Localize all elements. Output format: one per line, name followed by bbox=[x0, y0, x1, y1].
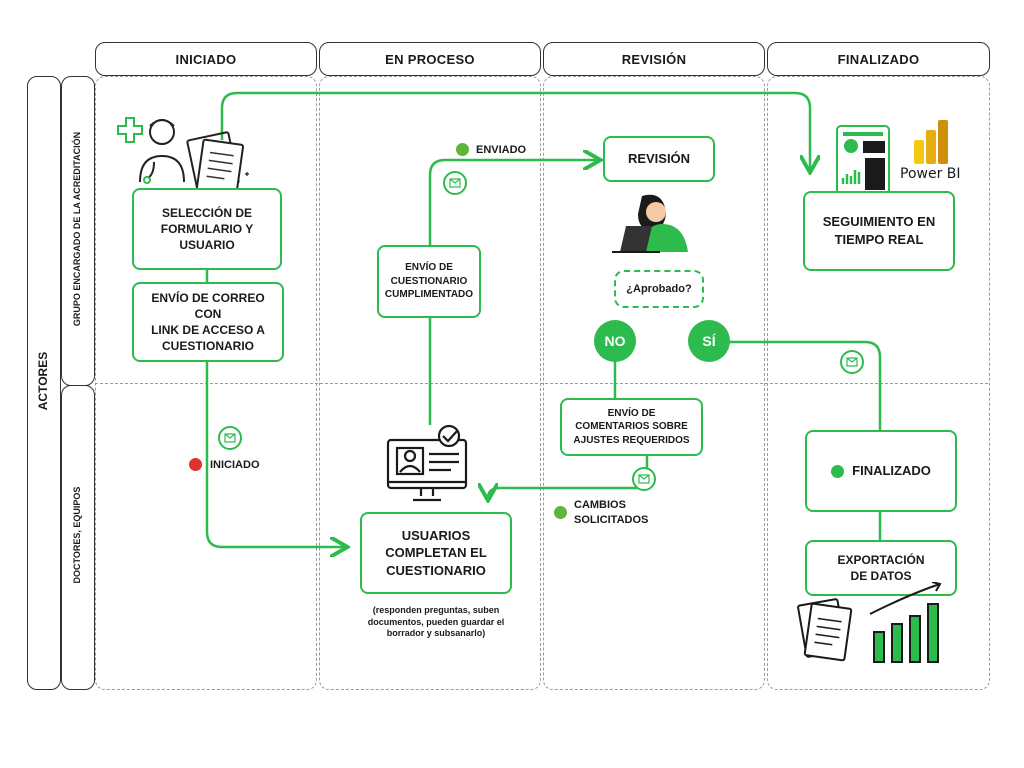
status-cambios: CAMBIOS SOLICITADOS bbox=[574, 499, 649, 526]
seleccion-formulario-box: SELECCIÓN DE FORMULARIO Y USUARIO bbox=[132, 188, 282, 270]
status-enviado: ENVIADO bbox=[476, 144, 527, 156]
mail-icon bbox=[632, 467, 656, 491]
column-header-iniciado: INICIADO bbox=[95, 42, 317, 76]
reviewer-icon bbox=[612, 194, 688, 253]
row-divider bbox=[95, 383, 988, 384]
row-label-doctors bbox=[61, 385, 95, 690]
seguimiento-box: SEGUIMIENTO EN TIEMPO REAL bbox=[803, 191, 955, 271]
status-dot-enviado bbox=[456, 143, 469, 156]
status-iniciado: INICIADO bbox=[210, 459, 260, 471]
powerbi-logo bbox=[914, 120, 948, 164]
column-header-en-proceso: EN PROCESO bbox=[319, 42, 541, 76]
decision-si: SÍ bbox=[688, 320, 730, 362]
mail-icon bbox=[443, 171, 467, 195]
column-header-finalizado: FINALIZADO bbox=[767, 42, 990, 76]
usuarios-completan-box: USUARIOS COMPLETAN EL CUESTIONARIO bbox=[360, 512, 512, 594]
process-note: (responden preguntas, suben documentos, … bbox=[367, 605, 505, 639]
revision-box: REVISIÓN bbox=[603, 136, 715, 182]
doctor-icon bbox=[117, 117, 249, 192]
decision-no: NO bbox=[594, 320, 636, 362]
envio-correo-box: ENVÍO DE CORREO CON LINK DE ACCESO A CUE… bbox=[132, 282, 284, 362]
status-dot-iniciado bbox=[189, 458, 202, 471]
envio-cuestionario-box: ENVÍO DE CUESTIONARIO CUMPLIMENTADO bbox=[377, 245, 481, 318]
actors-lane bbox=[27, 76, 61, 690]
status-dot-finalizado bbox=[831, 464, 845, 478]
computer-check-icon bbox=[386, 424, 468, 502]
export-chart-icon bbox=[797, 582, 942, 663]
status-dot-cambios bbox=[554, 506, 567, 519]
mail-icon bbox=[840, 350, 864, 374]
mail-icon bbox=[218, 426, 242, 450]
aprobado-decision: ¿Aprobado? bbox=[614, 270, 704, 308]
finalizado-label: FINALIZADO bbox=[852, 463, 931, 479]
dashboard-icon bbox=[836, 125, 890, 195]
finalizado-box: FINALIZADO bbox=[805, 430, 957, 512]
envio-comentarios-box: ENVÍO DE COMENTARIOS SOBRE AJUSTES REQUE… bbox=[560, 398, 703, 456]
powerbi-label: Power BI bbox=[900, 166, 961, 182]
column-header-revision: REVISIÓN bbox=[543, 42, 765, 76]
